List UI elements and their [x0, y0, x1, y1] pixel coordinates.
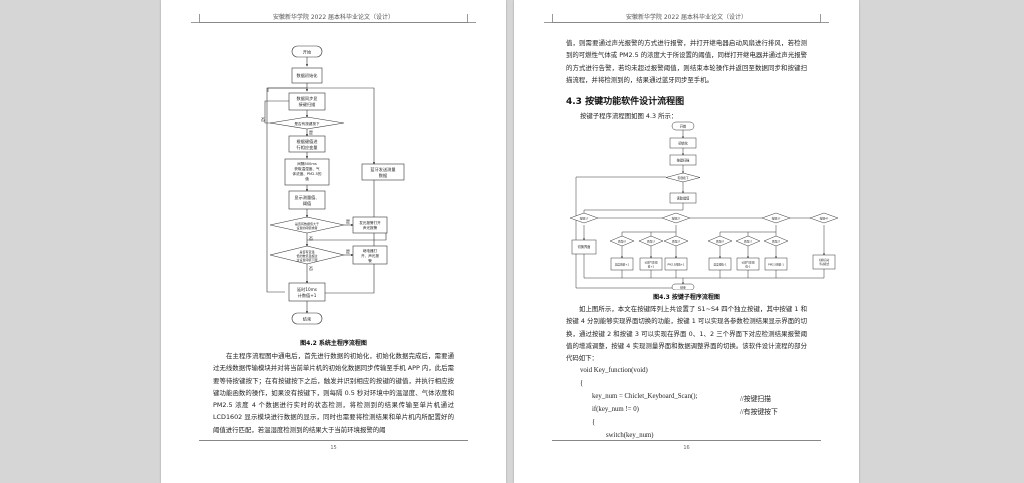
code-line: {	[592, 419, 596, 426]
svg-text:界面1?: 界面1?	[647, 240, 656, 244]
svg-text:过设置阈值下限: 过设置阈值下限	[296, 257, 317, 262]
svg-text:界面2?: 界面2?	[672, 240, 681, 244]
pm-up: PM2.5阈值+1	[668, 263, 685, 267]
flow-delay: 延时10ms	[297, 286, 317, 293]
flow-display-1: 数据同步显	[297, 95, 318, 102]
flow-show-2: 阈值	[303, 200, 311, 207]
figure-caption: 图4.3 按键子程序流程图	[653, 294, 720, 301]
right-page: 安徽新华学院 2022 届本科毕业论文（设计） 值，则需要通过声光报警的方式进行…	[514, 0, 859, 483]
code-line: void Key_function(void)	[580, 367, 648, 374]
temp-down: 温度阈值-1	[714, 263, 727, 267]
key-read: 读取键值	[677, 196, 691, 201]
flow-relay: 继电器打	[363, 248, 378, 253]
footer-rule	[199, 440, 468, 441]
svg-text:否: 否	[309, 266, 313, 272]
section-title: 4.3 按键功能软件设计流程图	[566, 97, 685, 107]
svg-text:界面2?: 界面2?	[772, 240, 781, 244]
flow-sampling-2: 获取温湿度、气	[294, 166, 320, 171]
flow-key-process-2: 行相应变量	[297, 144, 318, 151]
key-any: 有键按下	[677, 176, 688, 180]
pm-down: PM2.5阈值-1	[768, 263, 784, 267]
footer-rule	[552, 440, 821, 441]
code-line: {	[580, 380, 584, 387]
key-start: 开始	[680, 124, 687, 129]
page-header: 安徽新华学院 2022 届本科毕业论文（设计）	[625, 14, 748, 21]
key-scan: 按键扫描	[677, 158, 691, 163]
crop-mark	[191, 14, 200, 23]
svg-text:是: 是	[346, 219, 351, 225]
flow-sampling-3: 体浓度、PM2.5的	[293, 171, 322, 176]
key-end: 结束	[680, 286, 686, 290]
flow-key-process-1: 根据键值进	[297, 138, 319, 145]
code-line: if(key_num != 0)	[592, 406, 639, 413]
flow-alarm-1: 发光报警打开	[359, 220, 381, 225]
svg-text:否: 否	[309, 236, 313, 242]
gas-down: 可燃气体阈	[742, 261, 755, 265]
flow-yes-label: 是	[309, 130, 314, 136]
main-flowchart: 开始 数据初始化 数据同步显 接键扫描 是否有按键按下 根据键值进 行相应变量 …	[261, 45, 405, 325]
key4-diamond: 按键4?	[820, 217, 829, 221]
flow-end: 结束	[303, 316, 312, 323]
flow-show-1: 显示测量值、	[294, 194, 319, 201]
crop-mark	[544, 14, 553, 23]
header-rule	[552, 22, 821, 23]
flow-no-label: 否	[261, 117, 265, 123]
svg-text:低的数值且超过: 低的数值且超过	[296, 253, 317, 258]
key-init: 初始化	[678, 141, 688, 146]
body-paragraph: 在主程序流程图中通电后，首先进行数据的初始化，初始化数据完成后，需要通过无线数据…	[213, 352, 454, 434]
page-number: 15	[330, 445, 337, 451]
body-paragraph: 如上图所示，本文在按键阵列上共设置了 S1~S4 四个独立按键，其中按键 1 和…	[566, 305, 807, 363]
code-line: switch(key_num)	[606, 432, 654, 439]
gas-up: 可燃气体阈	[645, 261, 658, 265]
flow-sampling-1: 间隔500ms	[297, 161, 317, 166]
left-page: 安徽新华学院 2022 届本科毕业论文（设计）	[161, 0, 506, 483]
figure-intro: 按键子程序流程图如图 4.3 所示：	[580, 112, 678, 120]
top-paragraph: 值，则需要通过声光报警的方式进行报警，并打开继电器启动风扇进行排风，若检测到的可…	[566, 39, 807, 84]
svg-text:计数值+1: 计数值+1	[298, 292, 317, 299]
figure-caption: 图4.2 系统主程序流程图	[300, 340, 367, 347]
svg-text:界面0?: 界面0?	[618, 240, 627, 244]
key3-diamond: 按键3?	[772, 217, 781, 221]
flow-compare: 是否有数据值大于	[295, 221, 319, 226]
flow-key-question: 是否有按键按下	[294, 121, 320, 126]
flow-init: 数据初始化	[297, 72, 319, 79]
flow-temp-compare: 是否有室温	[299, 249, 314, 254]
header-rule	[199, 22, 468, 23]
svg-text:声光报警: 声光报警	[363, 225, 378, 230]
page-number: 16	[683, 445, 690, 451]
svg-text:界面1?: 界面1?	[744, 240, 753, 244]
crop-mark	[820, 14, 829, 23]
code-comment: //有按键按下	[740, 409, 778, 416]
key1-diamond: 按键1?	[580, 217, 589, 221]
switch-view: 切换界面	[578, 244, 591, 249]
crop-mark	[467, 14, 476, 23]
flow-display-2: 接键扫描	[299, 101, 316, 108]
svg-text:开、声光报: 开、声光报	[361, 253, 379, 258]
flow-sampling-4: 值	[305, 176, 309, 181]
code-listing: void Key_function(void) { key_num = Chic…	[514, 0, 859, 483]
flow-bluetooth: 蓝牙发送测量	[370, 166, 395, 173]
svg-text:设置的阈值或者: 设置的阈值或者	[296, 225, 317, 230]
svg-text:值-1: 值-1	[745, 265, 751, 269]
flow-start: 开始	[303, 49, 312, 56]
mode-switch: 切换自动	[819, 258, 830, 262]
code-comment: //按键扫描	[740, 396, 771, 403]
page-header: 安徽新华学院 2022 届本科毕业论文（设计）	[272, 14, 395, 21]
svg-text:值+1: 值+1	[648, 265, 655, 269]
svg-text:警: 警	[368, 258, 372, 263]
key-flowchart: 开始 初始化 按键扫描 有键按下 读取键值 按键1? 按键2? 按键3? 按键4…	[569, 121, 839, 290]
svg-text:数据: 数据	[379, 172, 387, 179]
svg-text:手动模式: 手动模式	[819, 262, 830, 266]
temp-up: 温度阈值+1	[615, 263, 630, 267]
code-line: key_num = Chiclet_Keyboard_Scan();	[592, 393, 698, 400]
key2-diamond: 按键2?	[672, 217, 681, 221]
svg-text:是: 是	[346, 249, 351, 255]
svg-text:界面0?: 界面0?	[716, 240, 725, 244]
